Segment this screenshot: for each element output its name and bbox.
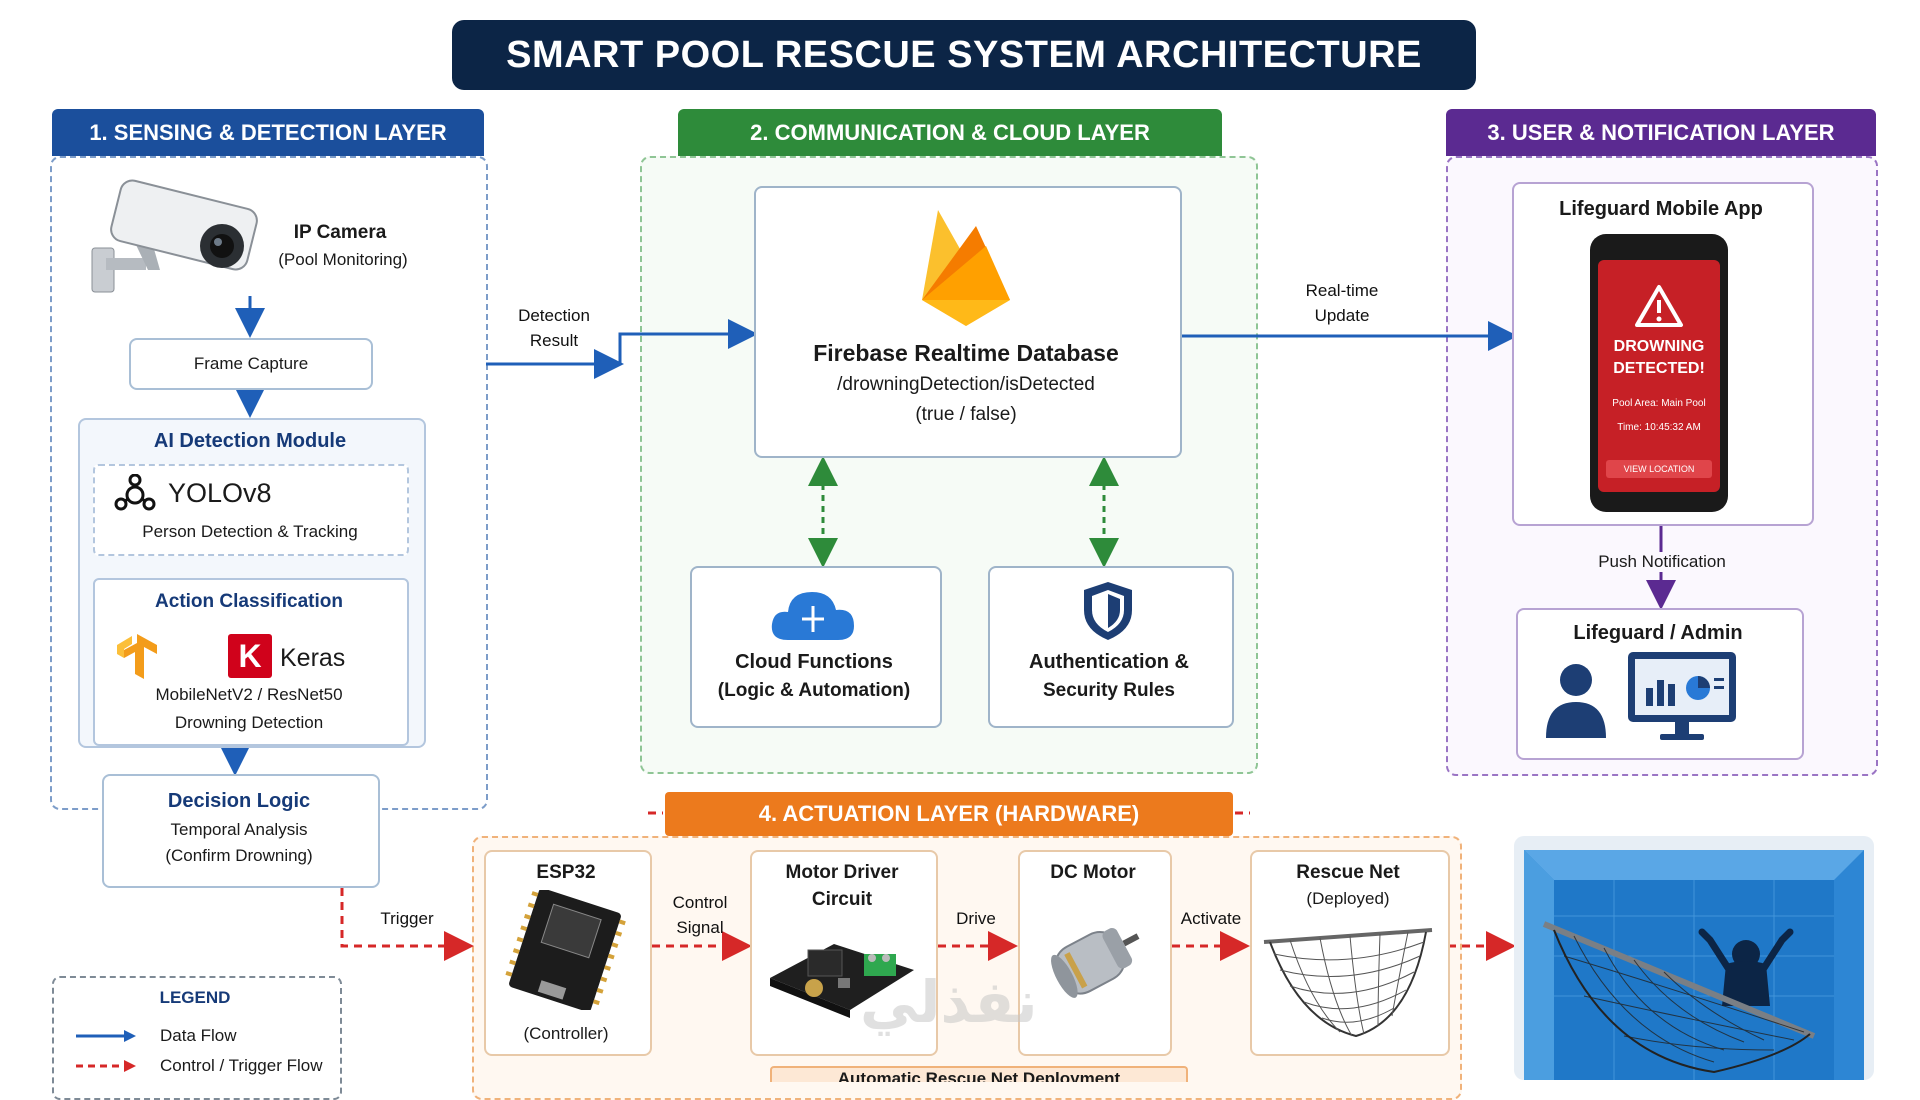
cloud-functions-title: Cloud Functions	[735, 651, 893, 673]
motor-driver-title2: Circuit	[811, 889, 873, 910]
trigger-label: Trigger	[380, 909, 434, 928]
tensorflow-icon	[117, 634, 157, 679]
decision-logic-sub2: (Confirm Drowning)	[165, 846, 313, 865]
phone-area: Pool Area: Main Pool	[1612, 398, 1706, 409]
dashboard-monitor-icon	[1628, 652, 1736, 740]
decision-logic-title: Decision Logic	[167, 790, 311, 812]
realtime-text-2: Update	[1314, 306, 1370, 325]
esp32-subtitle: (Controller)	[523, 1024, 609, 1043]
cloud-icon	[771, 592, 854, 640]
phone-screen	[1598, 260, 1720, 492]
yolo-subtitle: Person Detection & Tracking	[142, 522, 358, 541]
keras-icon: K	[228, 634, 272, 678]
drive-label: Drive	[956, 909, 996, 928]
drowning-detection-label: Drowning Detection	[174, 713, 324, 732]
legend-control-flow-icon	[76, 1060, 136, 1072]
auth-title: Authentication &	[1029, 651, 1189, 673]
yolo-name: YOLOv8	[168, 478, 272, 508]
yolo-box	[93, 464, 409, 556]
user-avatar-icon	[1546, 664, 1606, 738]
legend-data-flow-icon	[76, 1030, 136, 1042]
legend-data-flow-label: Data Flow	[160, 1026, 237, 1045]
firebase-title: Firebase Realtime Database	[813, 340, 1119, 366]
activate-label: Activate	[1180, 909, 1242, 928]
phone-alert-line2: DETECTED!	[1613, 360, 1705, 377]
admin-title: Lifeguard / Admin	[1573, 622, 1743, 644]
push-notification-label: Push Notification	[1572, 552, 1752, 572]
motor-driver-title1: Motor Driver	[785, 862, 899, 883]
view-location-button[interactable]: VIEW LOCATION	[1606, 460, 1712, 478]
ip-camera-icon	[91, 179, 258, 293]
frame-capture-box: Frame Capture	[129, 338, 373, 390]
ip-camera-subtitle: (Pool Monitoring)	[278, 250, 408, 269]
dc-motor-icon	[1051, 928, 1140, 998]
decision-logic-sub1: Temporal Analysis	[170, 820, 308, 839]
rescue-net-title: Rescue Net	[1296, 862, 1400, 883]
firebase-values: (true / false)	[915, 404, 1017, 425]
watermark-logo: نفذلي	[860, 968, 1038, 1036]
shield-icon	[1084, 582, 1132, 640]
auth-subtitle: Security Rules	[1043, 680, 1175, 701]
sensing-layer-header: 1. SENSING & DETECTION LAYER	[52, 109, 484, 156]
ai-detection-module-title: AI Detection Module	[153, 430, 347, 452]
yolo-logo-icon	[114, 474, 156, 511]
esp32-title: ESP32	[536, 862, 596, 883]
phone-alert-line1: DROWNING	[1613, 338, 1705, 355]
phone-time: Time: 10:45:32 AM	[1617, 422, 1701, 433]
mobile-app-title: Lifeguard Mobile App	[1559, 198, 1763, 220]
rescue-net-icon	[1263, 928, 1433, 1038]
detection-result-text-1: Detection	[518, 306, 590, 325]
dc-motor-box	[1018, 850, 1172, 1056]
actuation-layer-header: 4. ACTUATION LAYER (HARDWARE)	[665, 792, 1233, 836]
cloud-functions-subtitle: (Logic & Automation)	[717, 680, 911, 701]
motor-driver-board-icon	[770, 944, 914, 1018]
control-signal-text-2: Signal	[676, 918, 724, 937]
control-signal-text-1: Control	[672, 893, 728, 912]
esp32-board-icon	[505, 890, 626, 1010]
frame-capture-label: Frame Capture	[193, 354, 309, 373]
detection-result-text-2: Result	[529, 331, 579, 350]
control-flow-arrows	[340, 811, 1516, 961]
legend-control-flow-label: Control / Trigger Flow	[160, 1056, 323, 1075]
rescue-net-subtitle: (Deployed)	[1306, 889, 1390, 908]
actuation-footer-label: Automatic Rescue Net Deployment	[770, 1066, 1188, 1082]
firebase-icon	[922, 210, 1010, 326]
dc-motor-title: DC Motor	[1050, 862, 1136, 883]
user-layer-header: 3. USER & NOTIFICATION LAYER	[1446, 109, 1876, 156]
realtime-text-1: Real-time	[1305, 281, 1379, 300]
action-classification-title: Action Classification	[155, 591, 343, 612]
cloud-functions-box	[690, 566, 942, 728]
keras-label: Keras	[280, 644, 346, 672]
communication-layer-header: 2. COMMUNICATION & CLOUD LAYER	[678, 109, 1222, 156]
warning-icon	[1635, 285, 1683, 327]
firebase-box	[754, 186, 1182, 458]
drowning-person-icon	[1698, 928, 1794, 1006]
decision-logic-box	[102, 774, 380, 888]
firebase-path: /drowningDetection/isDetected	[837, 374, 1095, 395]
pool-rescue-illustration	[1514, 836, 1874, 1080]
legend-title: LEGEND	[159, 988, 231, 1007]
ip-camera-title: IP Camera	[293, 222, 387, 243]
models-label: MobileNetV2 / ResNet50	[155, 685, 343, 704]
page-title: SMART POOL RESCUE SYSTEM ARCHITECTURE	[452, 20, 1476, 90]
